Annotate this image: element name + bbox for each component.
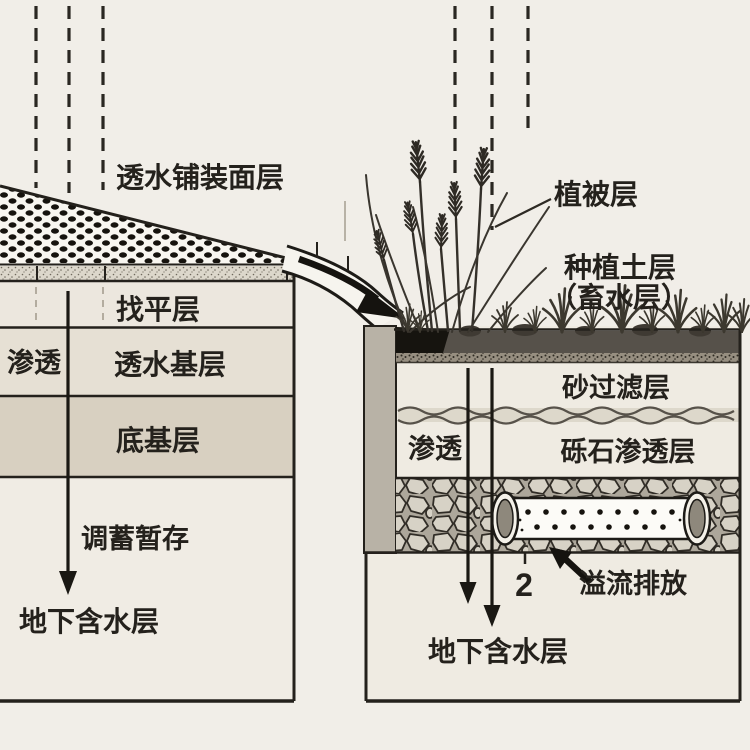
label-subbase-layer: 底基层 bbox=[116, 425, 200, 456]
label-overflow-discharge: 溢流排放 bbox=[579, 568, 688, 599]
label-planting-soil: 种植土层 bbox=[564, 251, 676, 283]
vegetation-leader-line bbox=[494, 198, 552, 228]
permeable-base-band bbox=[0, 327, 294, 396]
label-sand-filter: 砂过滤层 bbox=[562, 373, 670, 403]
bedding-texture bbox=[0, 266, 294, 281]
label-permeable-pavement-surface: 透水铺装面层 bbox=[116, 162, 284, 193]
label-storage: 调蓄暂存 bbox=[81, 523, 189, 554]
label-aquifer-left: 地下含水层 bbox=[19, 605, 159, 637]
label-aquifer-right: 地下含水层 bbox=[428, 635, 568, 667]
label-permeable-base-layer: 透水基层 bbox=[114, 349, 226, 380]
faint-dashes bbox=[35, 287, 104, 326]
overflow-pointer-arrow bbox=[523, 547, 593, 585]
inflow-chute bbox=[281, 201, 406, 331]
label-infiltration-left: 渗透 bbox=[7, 347, 61, 378]
overflow-number: 2 bbox=[515, 567, 533, 603]
wavy-band bbox=[398, 408, 739, 422]
aquifer-zone-left bbox=[0, 477, 294, 701]
leveling-layer-band bbox=[0, 281, 294, 328]
infiltration-arrows-right bbox=[459, 368, 501, 627]
rain-dashed-lines bbox=[34, 6, 530, 230]
right-bioretention-section bbox=[363, 324, 742, 703]
subbase-band bbox=[0, 396, 294, 477]
cell-left-wall bbox=[363, 325, 397, 554]
label-gravel-infiltration: 砾石渗透层 bbox=[561, 436, 696, 467]
label-leveling-layer: 找平层 bbox=[116, 294, 200, 325]
label-vegetation-layer: 植被层 bbox=[554, 178, 638, 210]
inflow-arrow-head bbox=[356, 290, 406, 319]
pavement-top-edge bbox=[0, 184, 295, 262]
arrow-head bbox=[59, 571, 77, 595]
perforated-pipe bbox=[490, 491, 712, 546]
label-infiltration-right: 渗透 bbox=[408, 433, 462, 464]
soil-band bbox=[396, 331, 741, 353]
vegetation bbox=[365, 139, 750, 334]
inlet-shadow bbox=[396, 327, 450, 353]
label-planting-soil-sub: （畜水层） bbox=[549, 281, 689, 313]
infiltration-arrow-left bbox=[59, 291, 77, 595]
left-pavement-section bbox=[0, 184, 296, 703]
